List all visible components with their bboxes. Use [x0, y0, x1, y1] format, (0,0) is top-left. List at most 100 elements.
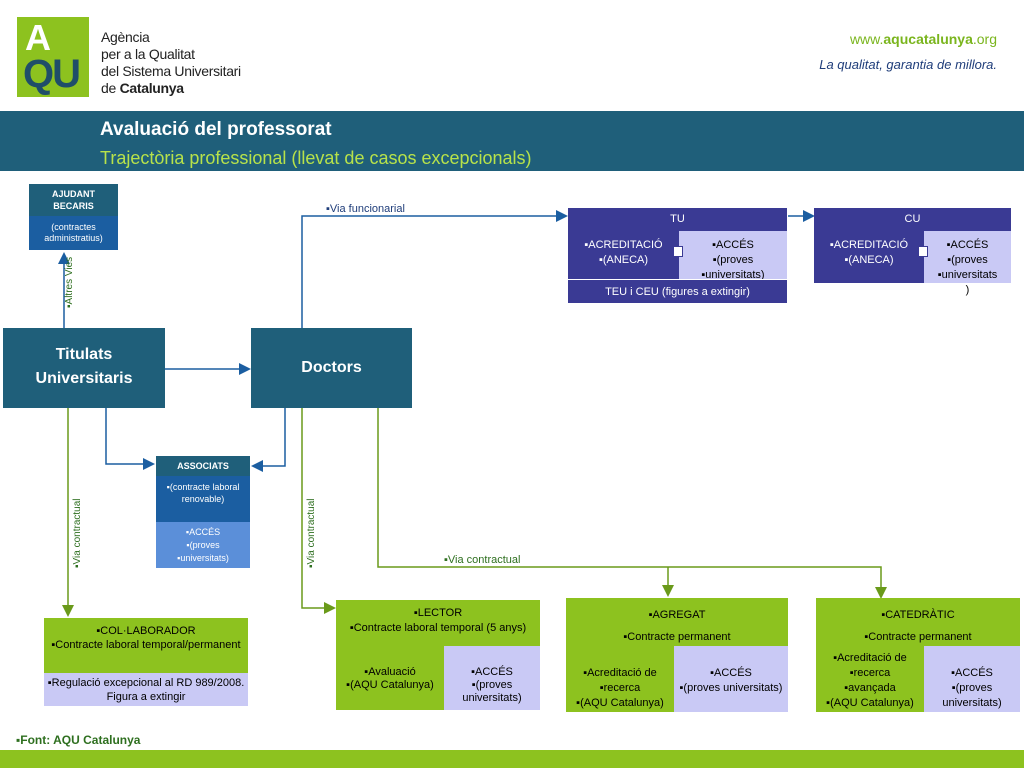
colaborador-body: ▪Contracte laboral temporal/permanent: [51, 639, 241, 651]
ajudant-title: AJUDANT: [51, 189, 95, 199]
tu-title: TU: [568, 208, 787, 231]
ajudant-box-header: AJUDANT BECARIS: [29, 184, 118, 216]
associats-acces-2: ▪(proves: [186, 540, 220, 550]
catedratic-body: ▪Contracte permanent: [864, 631, 972, 643]
agency-line-4: de Catalunya: [101, 80, 241, 97]
cu-acreditacio-1: ▪ACREDITACIÓ: [829, 239, 909, 251]
bottom-band: [0, 750, 1024, 768]
label-via-contractual-1: ▪Via contractual: [72, 498, 83, 568]
agregat-title: ▪AGREGAT: [648, 609, 706, 621]
url-prefix: www.: [849, 31, 884, 47]
tu-acces-2: ▪(proves: [712, 254, 754, 266]
agency-line-2: per a la Qualitat: [101, 46, 195, 62]
logo-letters-qu: QU: [23, 52, 81, 96]
agregat-acces-1: ▪ACCÉS: [710, 667, 752, 679]
tu-acces-3: ▪universitats): [701, 269, 765, 279]
colaborador-box: ▪COL·LABORADOR ▪Contracte laboral tempor…: [44, 618, 248, 673]
associats-body: ▪(contracte laboral renovable): [156, 476, 250, 522]
agregat-acreditacio-2: ▪recerca: [599, 682, 641, 694]
agregat-acces: ▪ACCÉS ▪(proves universitats): [674, 646, 788, 712]
cu-acces: ▪ACCÉS ▪(proves: [924, 231, 1011, 283]
aqu-logo: A QU: [17, 17, 89, 97]
cu-acces-1: ▪ACCÉS: [946, 239, 989, 251]
catedratic-acreditacio-4: ▪(AQU Catalunya): [826, 697, 914, 709]
associats-acces-3: ▪universitats): [177, 553, 229, 563]
doctors-box: Doctors: [251, 328, 412, 408]
lector-title: ▪LECTOR: [413, 607, 463, 619]
associats-acces-1: ▪ACCÉS: [185, 527, 221, 537]
catedratic-header: ▪CATEDRÀTIC ▪Contracte permanent: [816, 598, 1020, 646]
cu-arrow-icon: [918, 246, 928, 257]
associats-acces: ▪ACCÉS ▪(proves ▪universitats): [156, 522, 250, 568]
page-subtitle: Trajectòria professional (llevat de caso…: [100, 148, 532, 168]
label-via-contractual-2: ▪Via contractual: [306, 498, 317, 568]
lector-body: ▪Contracte laboral temporal (5 anys): [349, 622, 527, 634]
catedratic-acces-2: ▪(proves universitats): [942, 682, 1002, 709]
catedratic-acreditacio: ▪Acreditació de ▪recerca ▪avançada ▪(AQU…: [816, 646, 924, 712]
cu-title: CU: [814, 208, 1011, 231]
titulats-universitaris-box: Titulats Universitaris: [3, 328, 165, 408]
catedratic-acces: ▪ACCÉS ▪(proves universitats): [924, 646, 1020, 712]
tu-acreditacio-2: ▪(ANECA): [598, 254, 649, 266]
source-note: ▪Font: AQU Catalunya: [16, 733, 141, 747]
logo-letter-a: A: [25, 17, 51, 58]
slogan: La qualitat, garantia de millora.: [819, 57, 997, 72]
agregat-acces-2: ▪(proves universitats): [679, 682, 783, 694]
cu-acreditacio-2: ▪(ANECA): [844, 254, 894, 266]
lector-acces: ▪ACCÉS ▪(proves universitats): [444, 646, 540, 710]
label-via-contractual-3: ▪Via contractual: [444, 554, 521, 566]
agency-line-4-prefix: de: [101, 80, 120, 96]
agency-line-4-bold: Catalunya: [119, 80, 185, 96]
agregat-acreditacio-1: ▪Acreditació de: [583, 667, 657, 679]
url-bold: aqucatalunya: [883, 31, 973, 47]
url-suffix: .org: [972, 31, 997, 47]
catedratic-acreditacio-3: ▪avançada: [844, 682, 896, 694]
catedratic-acreditacio-1: ▪Acreditació de: [833, 652, 907, 664]
agency-name: Agència per a la Qualitat del Sistema Un…: [101, 29, 241, 97]
catedratic-acreditacio-2: ▪recerca: [849, 667, 891, 679]
arrow-doctors-tu: [301, 210, 568, 328]
cu-acreditacio: ▪ACREDITACIÓ ▪(ANECA): [814, 231, 924, 283]
tu-acces: ▪ACCÉS ▪(proves ▪universitats): [679, 231, 787, 279]
becaris-title: BECARIS: [53, 201, 94, 211]
cu-acces-4: ): [965, 284, 970, 296]
lector-avaluacio-2: ▪(AQU Catalunya): [346, 679, 434, 691]
teu-ceu-box: TEU i CEU (figures a extingir): [568, 279, 787, 303]
ajudant-box-body: (contractes administratius): [29, 216, 118, 250]
label-via-funcionarial: ▪Via funcionarial: [326, 203, 405, 215]
tu-acces-1: ▪ACCÉS: [712, 239, 754, 251]
colaborador-title: ▪COL·LABORADOR: [96, 625, 196, 637]
lector-header: ▪LECTOR ▪Contracte laboral temporal (5 a…: [336, 600, 540, 646]
arrow-doctors-catedratic: [377, 408, 887, 599]
page-title: Avaluació del professorat: [100, 119, 332, 140]
tu-arrow-icon: [673, 246, 683, 257]
agregat-acreditacio: ▪Acreditació de ▪recerca ▪(AQU Catalunya…: [566, 646, 674, 712]
agregat-acreditacio-3: ▪(AQU Catalunya): [576, 697, 664, 709]
lector-acces-1: ▪ACCÉS: [471, 666, 513, 678]
agency-line-3: del Sistema Universitari: [101, 63, 241, 79]
arrow-doctors-associats: [251, 408, 286, 472]
lector-acces-2: ▪(proves universitats): [462, 679, 522, 704]
label-altres-vies: ▪Altres Vies: [64, 256, 75, 308]
colaborador-note: ▪Regulació excepcional al RD 989/2008. F…: [44, 673, 248, 706]
tu-acreditacio-1: ▪ACREDITACIÓ: [584, 239, 663, 251]
catedratic-acces-1: ▪ACCÉS: [951, 667, 993, 679]
agency-line-1: Agència: [101, 29, 150, 45]
cu-acces-overflow: ▪universitats ): [924, 268, 1011, 298]
cu-acces-3: ▪universitats: [937, 269, 998, 281]
associats-title: ASSOCIATS: [156, 456, 250, 476]
tu-acreditacio: ▪ACREDITACIÓ ▪(ANECA): [568, 231, 679, 279]
arrow-titulats-associats: [105, 408, 155, 470]
title-band: Avaluació del professorat Trajectòria pr…: [0, 111, 1024, 171]
agregat-body: ▪Contracte permanent: [623, 631, 731, 643]
lector-avaluacio: ▪Avaluació ▪(AQU Catalunya): [336, 646, 444, 710]
titulats-line-1: Titulats: [55, 346, 113, 363]
catedratic-title: ▪CATEDRÀTIC: [881, 609, 955, 621]
cu-acces-2: ▪(proves: [947, 254, 988, 266]
lector-avaluacio-1: ▪Avaluació: [364, 666, 416, 678]
arrow-doctors-lector: [301, 408, 336, 614]
agregat-header: ▪AGREGAT ▪Contracte permanent: [566, 598, 788, 646]
website-link[interactable]: www.aqucatalunya.org: [850, 31, 997, 47]
titulats-line-2: Universitaris: [35, 370, 133, 387]
